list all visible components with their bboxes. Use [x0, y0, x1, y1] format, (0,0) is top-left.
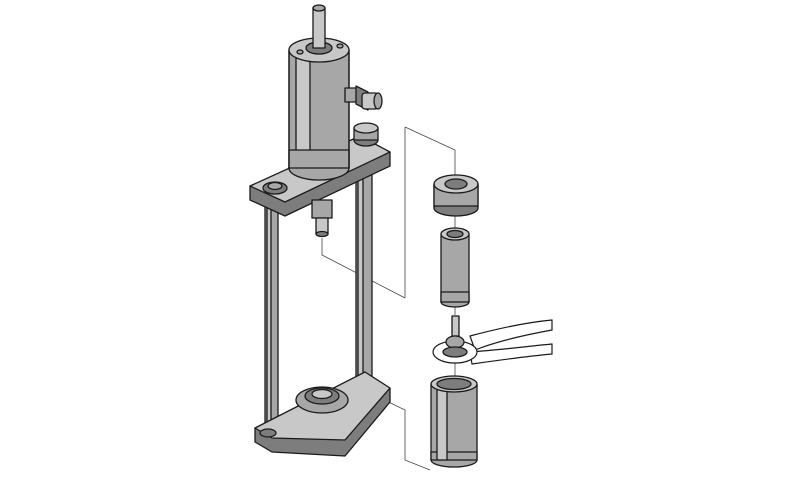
lower-fitting — [311, 199, 333, 238]
guide-rod-left — [264, 199, 279, 429]
guide-rod-right — [355, 149, 373, 389]
support-sleeve — [430, 375, 478, 468]
hydraulic-cylinder — [288, 37, 350, 181]
receiving-sleeve — [440, 227, 470, 308]
upper-plate — [249, 122, 391, 217]
hydraulic-coupler — [344, 85, 383, 111]
ball-joint — [442, 315, 468, 358]
piston-rod — [312, 4, 326, 49]
bottom-plate — [254, 371, 391, 457]
adapter-cup — [433, 174, 479, 217]
